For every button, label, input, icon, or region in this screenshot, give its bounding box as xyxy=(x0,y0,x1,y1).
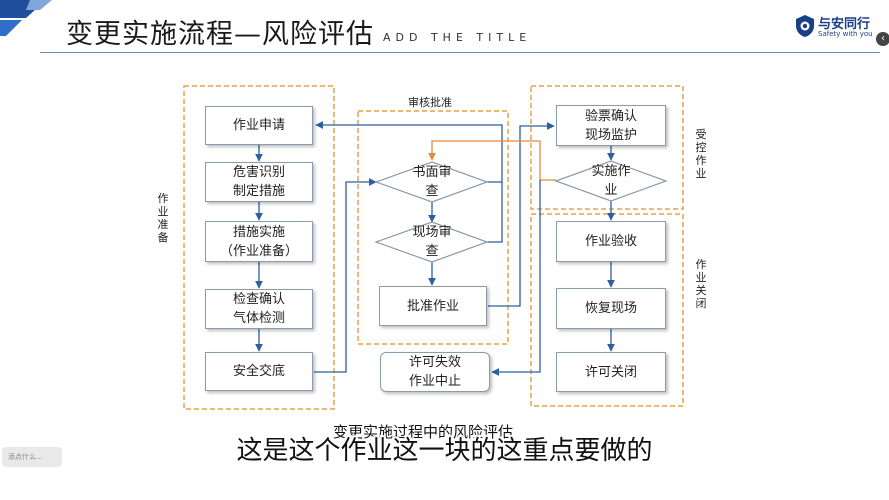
decision-doc-review: 书面审 查 xyxy=(412,165,452,199)
step-safety-briefing: 安全交底 xyxy=(205,352,313,391)
video-subtitle: 这是这个作业这一块的这重点要做的 xyxy=(236,436,653,466)
group-label-close: 作业关闭 xyxy=(695,258,707,310)
decision-execute: 实施作 业 xyxy=(591,164,631,198)
step-restore-site: 恢复现场 xyxy=(556,288,666,329)
collapse-icon[interactable]: ‹ xyxy=(876,32,889,46)
step-permit-close: 许可关闭 xyxy=(556,352,666,392)
diamond-site-review xyxy=(374,221,489,263)
group-frame-controlled xyxy=(530,85,684,210)
page-subtitle: ADD THE TITLE xyxy=(383,31,532,44)
diagram-caption: 变更实施过程中的风险评估 xyxy=(333,423,514,441)
step-acceptance: 作业验收 xyxy=(556,221,666,262)
step-approve: 批准作业 xyxy=(379,286,487,326)
diamond-execute xyxy=(554,160,668,202)
step-hazard-identify: 危害识别 制定措施 xyxy=(205,162,313,202)
logo-text: 与安同行 xyxy=(818,17,871,32)
decision-site-review: 现场审 查 xyxy=(412,225,452,259)
header-divider xyxy=(40,52,880,53)
step-measures: 措施实施 （作业准备） xyxy=(205,221,313,262)
step-apply: 作业申请 xyxy=(205,106,313,145)
logo-subtext: Safety with you xyxy=(818,30,873,38)
step-permit-invalid: 许可失效 作业中止 xyxy=(380,352,490,392)
group-label-prepare: 作业准备 xyxy=(157,192,169,244)
diamond-doc-review xyxy=(374,161,489,203)
step-verify-monitor: 验票确认 现场监护 xyxy=(556,105,666,146)
group-frame-approval xyxy=(357,110,509,345)
group-frame-prepare xyxy=(183,85,335,410)
group-frame-close xyxy=(530,213,684,407)
comment-chip[interactable]: 添点什么... xyxy=(2,447,62,467)
header-decoration xyxy=(0,0,52,36)
group-label-controlled: 受控作业 xyxy=(695,128,707,180)
page-title: 变更实施流程—风险评估 xyxy=(66,19,374,50)
step-check-gas: 检查确认 气体检测 xyxy=(205,289,313,329)
shield-icon xyxy=(796,15,814,37)
group-label-approval: 审核批准 xyxy=(408,96,452,109)
